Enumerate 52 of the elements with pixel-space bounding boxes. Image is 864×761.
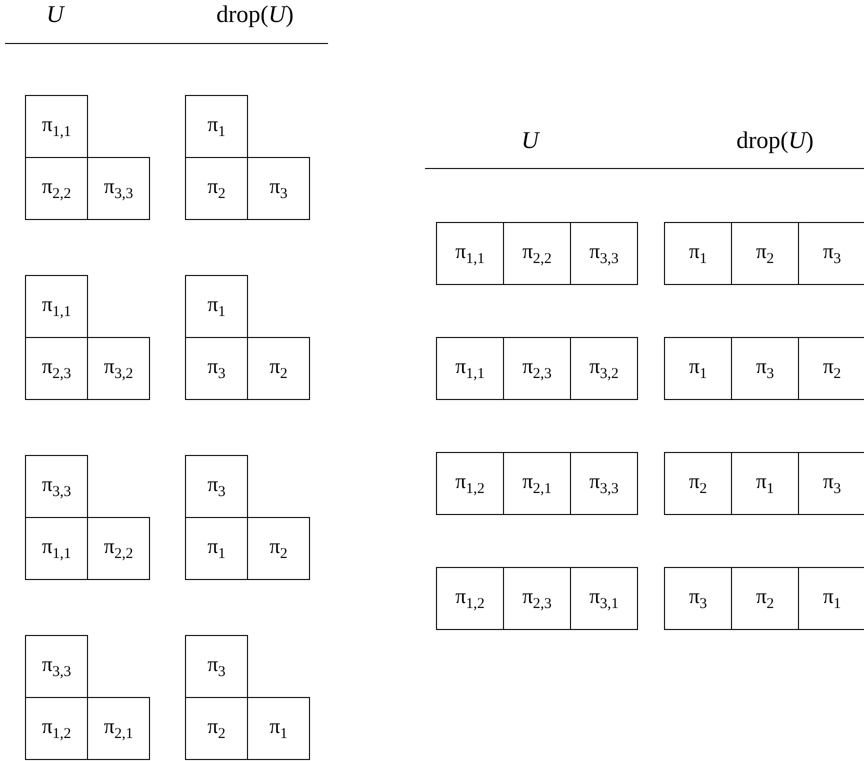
tableau-cell: π$_{1,1}$ xyxy=(25,275,88,338)
column-header: U xyxy=(520,128,541,155)
tableau-cell: π$_{1,1}$ xyxy=(25,517,88,580)
tableau-cell: π$_{3,3}$ xyxy=(570,222,638,285)
tableau-cell: π$_{3,3}$ xyxy=(25,635,88,698)
tableau-cell: π$_{3}$ xyxy=(798,222,864,285)
tableau-cell: π$_{1,2}$ xyxy=(436,452,504,515)
tableau-cell: π$_{3,3}$ xyxy=(25,455,88,518)
tableau-cell: π$_{2}$ xyxy=(664,452,732,515)
tableau-cell: π$_{2,2}$ xyxy=(87,517,150,580)
tableau-cell: π$_{3}$ xyxy=(731,337,799,400)
tableau-cell: π$_{1}$ xyxy=(247,697,310,760)
tableau-cell: π$_{1}$ xyxy=(731,452,799,515)
tableau-cell: π$_{3,3}$ xyxy=(570,452,638,515)
tableau-cell: π$_{2}$ xyxy=(247,517,310,580)
tableau-cell: π$_{3}$ xyxy=(247,157,310,220)
tableau-cell: π$_{2}$ xyxy=(185,157,248,220)
tableau-cell: π$_{3,2}$ xyxy=(87,337,150,400)
tableau-cell: π$_{2,3}$ xyxy=(503,337,571,400)
tableau-cell: π$_{2,3}$ xyxy=(503,567,571,630)
tableau-cell: π$_{3}$ xyxy=(185,455,248,518)
tableau-cell: π$_{3}$ xyxy=(798,452,864,515)
tableau-cell: π$_{1}$ xyxy=(185,95,248,158)
tableau-cell: π$_{3}$ xyxy=(185,337,248,400)
tableau-cell: π$_{2,2}$ xyxy=(25,157,88,220)
tableau-cell: π$_{1,1}$ xyxy=(436,222,504,285)
tableau-cell: π$_{1}$ xyxy=(798,567,864,630)
tableau-cell: π$_{3}$ xyxy=(664,567,732,630)
tableau-cell: π$_{2}$ xyxy=(798,337,864,400)
tableau-cell: π$_{1}$ xyxy=(185,275,248,338)
tableau-cell: π$_{2}$ xyxy=(185,697,248,760)
tableau-cell: π$_{1,1}$ xyxy=(436,337,504,400)
tableau-cell: π$_{1,2}$ xyxy=(436,567,504,630)
column-header: drop(U) xyxy=(215,2,295,29)
tableau-cell: π$_{2,3}$ xyxy=(25,337,88,400)
tableau-cell: π$_{2,1}$ xyxy=(503,452,571,515)
tableau-cell: π$_{2,2}$ xyxy=(503,222,571,285)
column-header: U xyxy=(45,2,66,29)
tableau-cell: π$_{3,1}$ xyxy=(570,567,638,630)
tableau-cell: π$_{3,2}$ xyxy=(570,337,638,400)
tableau-cell: π$_{1,2}$ xyxy=(25,697,88,760)
column-header: drop(U) xyxy=(735,128,815,155)
tableau-cell: π$_{3,3}$ xyxy=(87,157,150,220)
tableau-cell: π$_{1}$ xyxy=(664,337,732,400)
tableau-cell: π$_{2}$ xyxy=(731,567,799,630)
tableau-cell: π$_{2}$ xyxy=(731,222,799,285)
tableau-cell: π$_{1}$ xyxy=(664,222,732,285)
tableau-cell: π$_{2}$ xyxy=(247,337,310,400)
tableau-cell: π$_{2,1}$ xyxy=(87,697,150,760)
tableau-cell: π$_{1,1}$ xyxy=(25,95,88,158)
tableau-cell: π$_{1}$ xyxy=(185,517,248,580)
tableau-cell: π$_{3}$ xyxy=(185,635,248,698)
